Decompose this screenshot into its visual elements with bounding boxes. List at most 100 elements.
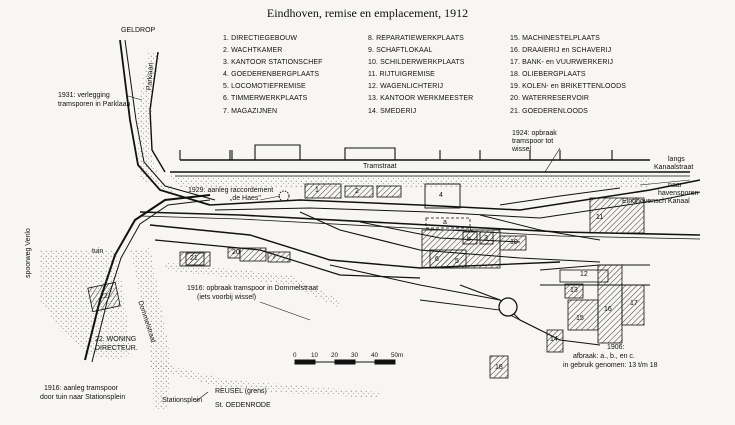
note-1924-line3: wissel	[512, 146, 532, 153]
building-7	[239, 247, 267, 262]
legend-item: 10. SCHILDERWERKPLAATS	[368, 59, 465, 67]
label-building-7: 7	[272, 254, 276, 261]
label-building-3: 3	[484, 235, 488, 242]
turntable	[498, 297, 518, 317]
label-haven-1: naar	[668, 182, 683, 189]
leader-lines	[127, 95, 691, 403]
building-16	[597, 264, 623, 344]
scale-tick: 30	[351, 352, 359, 359]
note-1916b-line2: door tuin naar Stationsplein	[40, 394, 126, 401]
building-a	[425, 217, 471, 229]
building-8	[267, 251, 291, 263]
scale-tick: 10	[311, 352, 319, 359]
note-1916a-line2: (iets voorbij wissel)	[197, 294, 257, 301]
note-1906-line1: 1906:	[607, 344, 625, 351]
legend-item: 5. LOCOMOTIEFREMISE	[223, 83, 306, 91]
legend-item: 15. MACHINESTELPLAATS	[510, 35, 600, 42]
legend-item: 3. KANTOOR STATIONSCHEF	[223, 59, 323, 67]
legend-item: 12. WAGENLICHTERIJ	[368, 83, 444, 91]
legend-item: 2. WACHTKAMER	[223, 47, 283, 55]
label-building-13: 13	[570, 287, 578, 294]
scale-tick: 0	[293, 352, 297, 359]
building-b	[462, 231, 478, 245]
label-reusel: REUSEL (grens)	[215, 388, 267, 395]
venlo-line-2	[91, 199, 211, 363]
small-turntable	[278, 190, 290, 202]
label-tramstraat: Tramstraat	[363, 163, 397, 170]
label-building-5: 5	[455, 258, 459, 265]
label-building-6: 6	[435, 256, 439, 263]
building-18	[489, 355, 509, 379]
building-1	[304, 183, 342, 199]
building-14	[546, 329, 564, 353]
legend-item: 4. GOEDERENBERGPLAATS	[223, 71, 320, 79]
legend-item: 20. WATERRESERVOIR	[510, 95, 590, 103]
label-building-17: 17	[630, 300, 638, 307]
label-stationsplein: Stationsplein	[162, 397, 203, 404]
building-22	[87, 281, 121, 313]
label-kanaalstraat-2: Kanaalstraat	[654, 164, 694, 171]
legend-item: 19. KOLEN- en BRIKETTENLOODS	[510, 83, 627, 91]
geldrop-line-2	[124, 39, 216, 201]
label-geldrop: GELDROP	[121, 27, 156, 34]
legend-item: 17. BANK- en VUURWERKERIJ	[510, 59, 614, 67]
label-building-2: 2	[355, 188, 359, 195]
note-1929-line1: 1929: aanleg raccordement	[188, 187, 274, 194]
yard-verge	[165, 262, 340, 308]
building-3	[376, 185, 402, 198]
label-woning-2: DIRECTEUR.	[95, 345, 138, 352]
scale-bar	[294, 359, 396, 365]
legend-item: 8. REPARATIEWERKPLAATS	[368, 35, 464, 42]
label-building-20: 20	[232, 249, 240, 256]
legend-column-3: 15. MACHINESTELPLAATS 16. DRAAIERIJ en S…	[510, 33, 626, 118]
label-haven-3: Eindhovensch Kanaal	[622, 198, 690, 205]
note-1906-line2: afbraak: a., b., en c.	[573, 353, 635, 360]
legend-item: 11. RIJTUIGREMISE	[368, 71, 435, 79]
label-building-21: 21	[190, 255, 198, 262]
building-2	[344, 185, 374, 198]
building-17	[621, 284, 645, 326]
scale-tick: 50m	[391, 352, 404, 359]
tramstraat-verge	[170, 175, 650, 188]
legend-item: 7. MAGAZIJNEN	[223, 107, 278, 115]
legend-item: 14. SMEDERIJ	[368, 107, 417, 115]
label-building-b: b	[467, 236, 471, 243]
building-20	[227, 247, 241, 259]
label-building-14: 14	[550, 336, 558, 343]
building-4	[424, 183, 461, 209]
label-building-10: 10	[510, 239, 518, 246]
legend-item: 9. SCHAFTLOKAAL	[368, 47, 433, 55]
note-1931-line1: 1931: verlegging	[58, 92, 110, 99]
parklaan-verge	[136, 52, 175, 195]
geldrop-line	[119, 39, 211, 206]
note-1916b-line1: 1916: aanleg tramspoor	[44, 385, 118, 392]
building-10	[499, 235, 527, 251]
label-building-4: 4	[439, 192, 443, 199]
label-building-a: a	[443, 219, 447, 226]
legend-item: 16. DRAAIERIJ en SCHAVERIJ	[510, 47, 612, 55]
legend-item: 21. GOEDERENLOODS	[510, 107, 588, 115]
building-c	[479, 231, 494, 245]
label-haven-2: havensporen	[658, 190, 699, 197]
note-1916a-line1: 1916: opbraak tramspoor in Dommelstraat	[187, 285, 319, 292]
note-1924-line1: 1924: opbraak	[512, 130, 557, 137]
label-kanaalstraat-1: langs	[668, 156, 685, 163]
note-1906-line3: in gebruik genomen: 13 t/m 18	[563, 362, 658, 369]
label-building-22: 22	[100, 293, 108, 300]
legend-item: 18. OLIEBERGPLAATS	[510, 71, 586, 79]
label-building-c: c	[470, 226, 474, 233]
legend-column-2: 8. REPARATIEWERKPLAATS 9. SCHAFTLOKAAL 1…	[368, 33, 473, 118]
building-13	[564, 283, 584, 299]
legend-item: 13. KANTOOR WERKMEESTER	[368, 95, 474, 103]
wall-teeth	[179, 144, 613, 160]
parklaan-track	[149, 51, 166, 173]
label-building-18: 18	[495, 364, 503, 371]
label-tuin: tuin	[92, 248, 104, 255]
legend-item: 6. TIMMERWERKPLAATS	[223, 95, 308, 103]
label-oedenrode: St. OEDENRODE	[215, 402, 271, 409]
scale-tick: 20	[331, 352, 339, 359]
legend-item: 1. DIRECTIEGEBOUW	[223, 35, 298, 42]
note-1924-line2: tramspoor tot	[512, 138, 554, 145]
legend-column-1: 1. DIRECTIEGEBOUW 2. WACHTKAMER 3. KANTO…	[223, 33, 323, 118]
